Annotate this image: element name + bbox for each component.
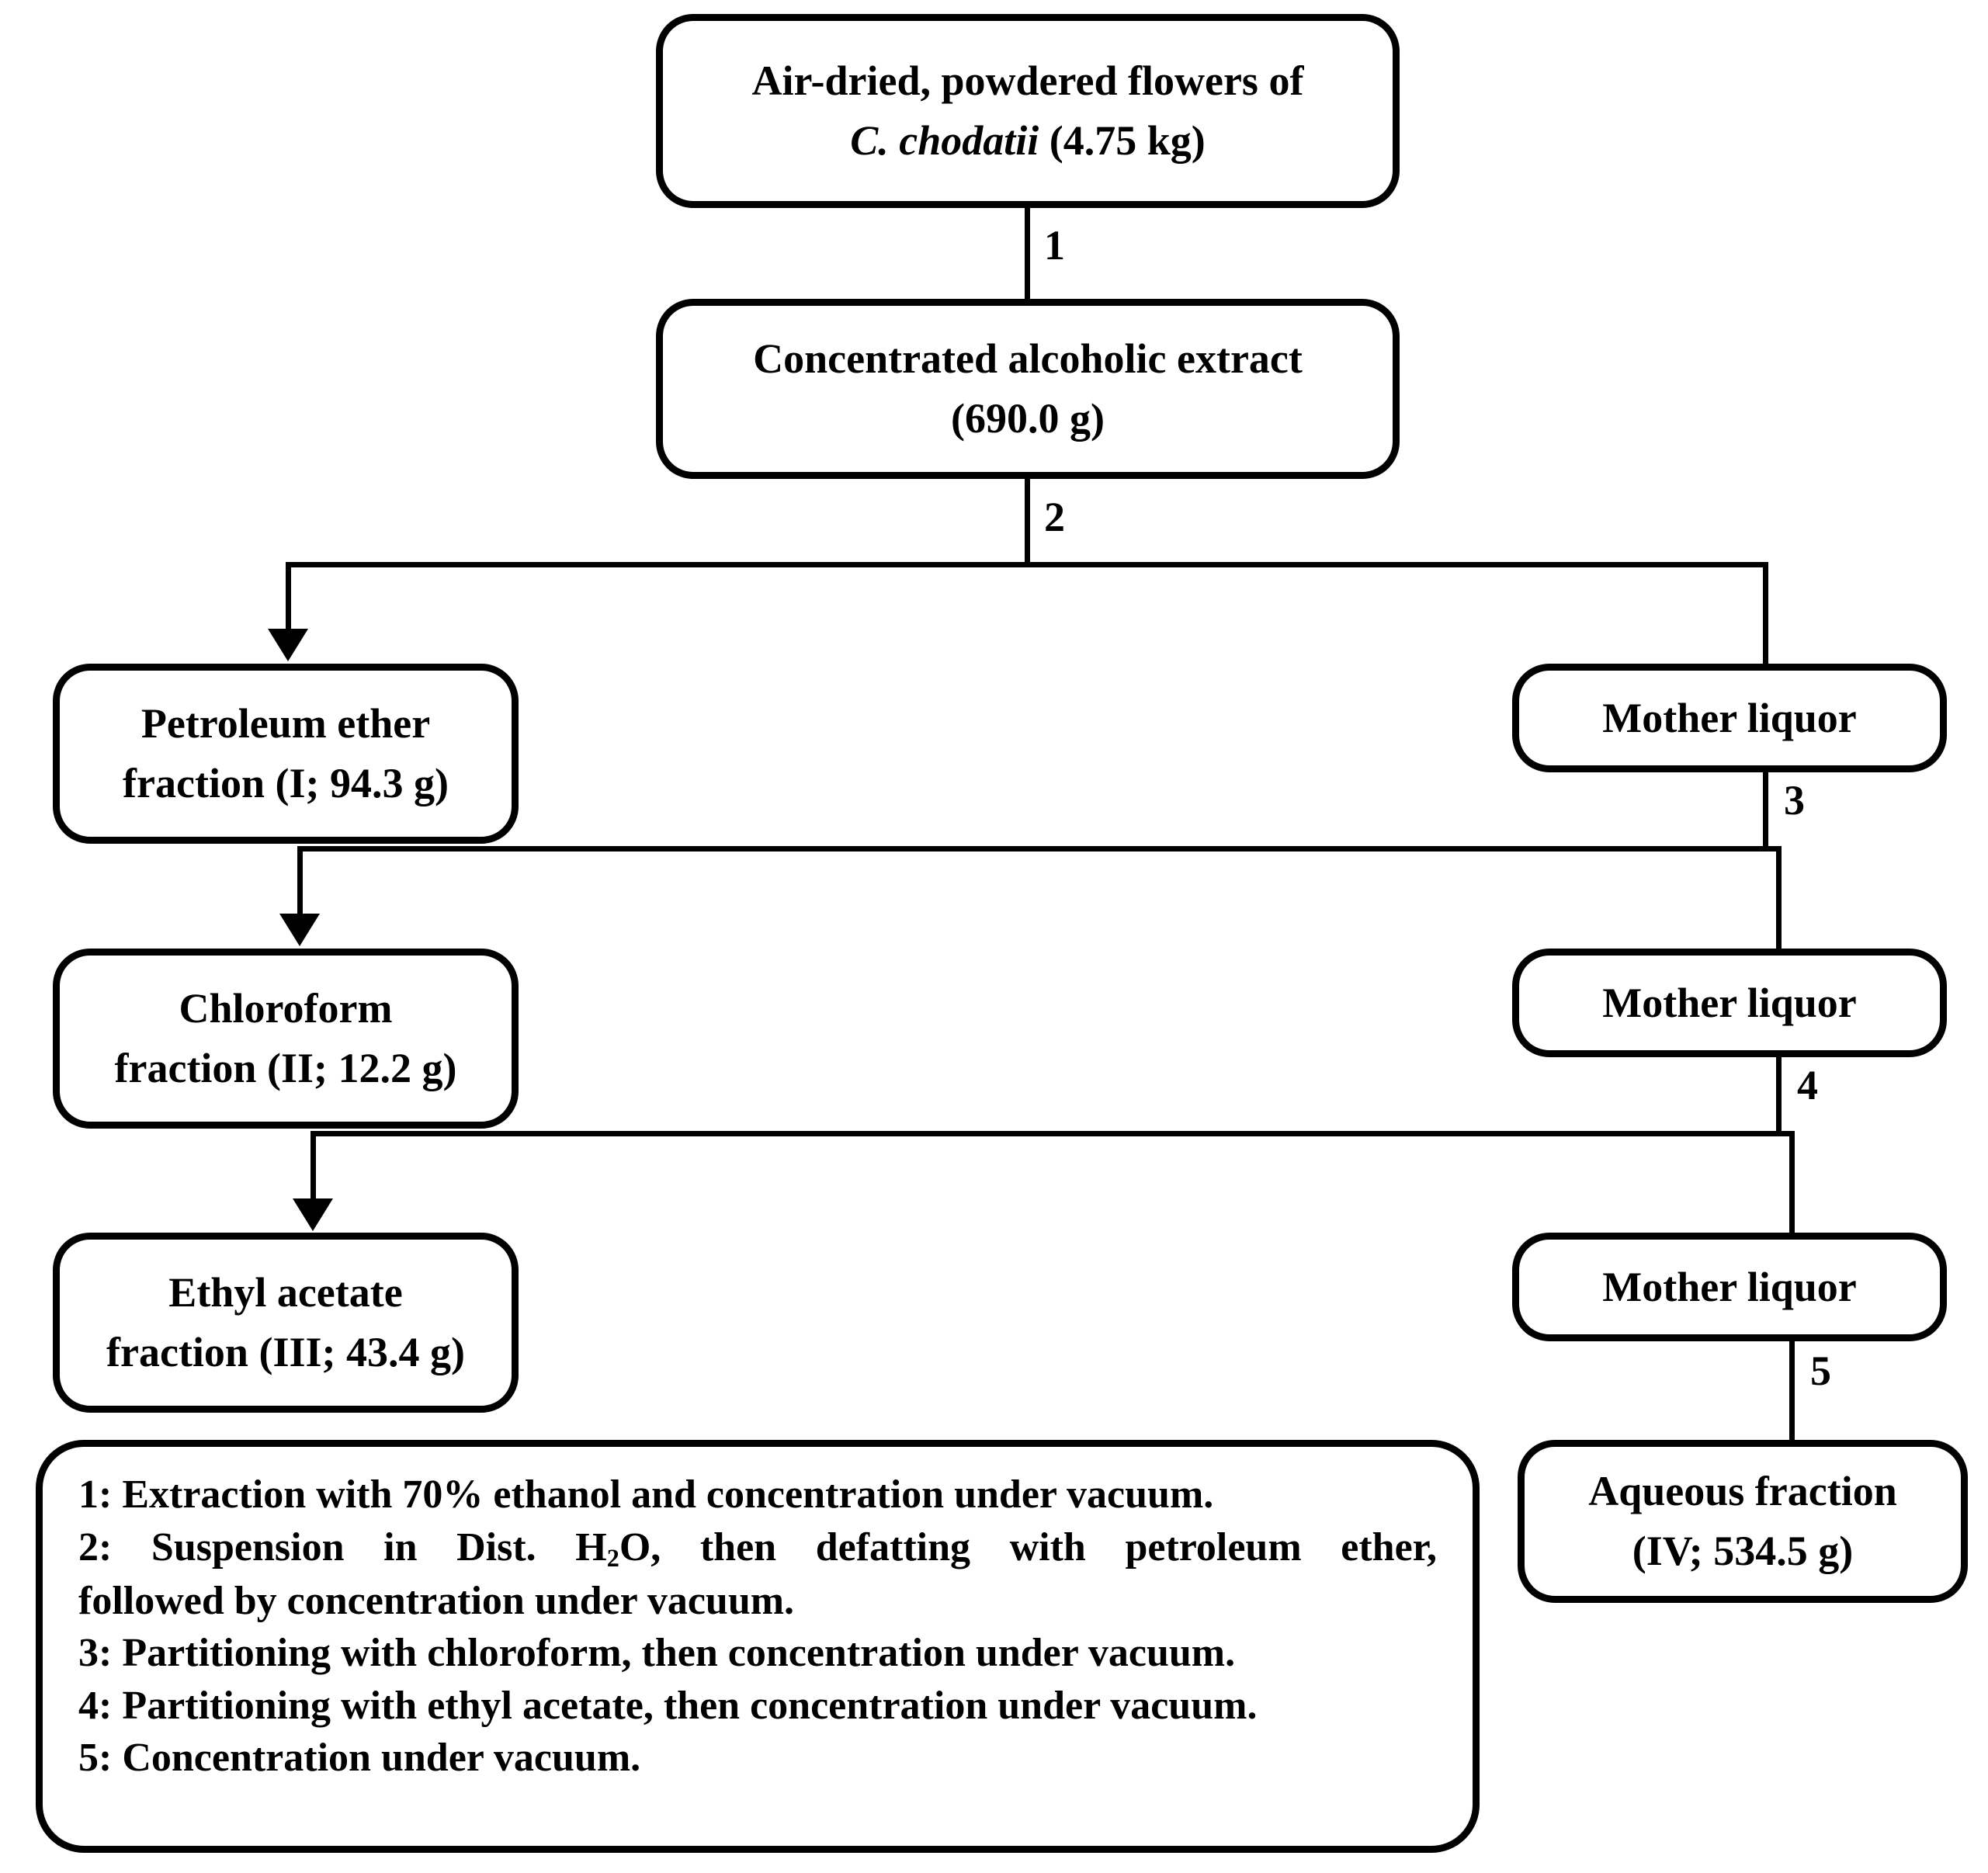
legend-line-3: 3: Partitioning with chloroform, then co… <box>78 1631 1236 1676</box>
ml3-label: Mother liquor <box>1602 1263 1857 1310</box>
split-left-drop-3 <box>311 1131 316 1201</box>
chl-line-1: Chloroform <box>179 985 393 1032</box>
source-line-2: C. chodatii (4.75 kg) <box>850 111 1206 171</box>
arrowhead-ethyl-acetate <box>293 1198 333 1231</box>
aq-line-2: (IV; 534.5 g) <box>1632 1528 1854 1574</box>
split-left-drop-2 <box>297 846 303 916</box>
legend-line-2a-pre: 2: Suspension in Dist. H <box>78 1524 607 1570</box>
pe-line-2: fraction (I; 94.3 g) <box>123 760 449 806</box>
node-source-material: Air-dried, powdered flowers of C. chodat… <box>656 14 1400 208</box>
legend-line-1: 1: Extraction with 70% ethanol and conce… <box>78 1472 1214 1517</box>
connector-label-3: 3 <box>1784 777 1805 824</box>
pe-line-1: Petroleum ether <box>141 700 431 747</box>
connector-label-2: 2 <box>1044 494 1065 540</box>
extract-line-1: Concentrated alcoholic extract <box>753 335 1303 383</box>
connector-ml3-to-aqueous <box>1789 1340 1795 1442</box>
extract-line-2: (690.0 g) <box>951 395 1105 442</box>
node-mother-liquor-3: Mother liquor <box>1512 1233 1947 1341</box>
split-right-drop-1 <box>1763 562 1768 667</box>
ea-line-1: Ethyl acetate <box>168 1269 403 1316</box>
legend-line-2a-sub: 2 <box>606 1543 619 1572</box>
species-name: C. chodatii <box>850 117 1039 164</box>
arrowhead-chloroform <box>279 914 320 946</box>
legend-line-5: 5: Concentration under vacuum. <box>78 1736 641 1781</box>
legend-line-4: 4: Partitioning with ethyl acetate, then… <box>78 1683 1258 1728</box>
split-bar-level-1 <box>286 562 1768 567</box>
node-mother-liquor-2: Mother liquor <box>1512 949 1947 1057</box>
node-ethyl-acetate-fraction: Ethyl acetate fraction (III; 43.4 g) <box>53 1233 519 1413</box>
node-petroleum-ether-fraction: Petroleum ether fraction (I; 94.3 g) <box>53 664 519 844</box>
split-bar-level-2 <box>297 846 1782 852</box>
legend-line-2a-post: O, then defatting with petroleum ether, <box>619 1524 1437 1570</box>
legend-line-2a: 2: Suspension in Dist. H2O, then defatti… <box>78 1521 1437 1575</box>
split-right-drop-3 <box>1789 1131 1795 1236</box>
connector-extract-stem <box>1025 479 1030 564</box>
node-concentrated-alcoholic-extract: Concentrated alcoholic extract (690.0 g) <box>656 299 1400 479</box>
node-chloroform-fraction: Chloroform fraction (II; 12.2 g) <box>53 949 519 1129</box>
aq-line-1: Aqueous fraction <box>1588 1468 1897 1515</box>
connector-label-5: 5 <box>1810 1348 1831 1394</box>
source-amount: (4.75 kg) <box>1049 117 1206 164</box>
connector-source-to-extract <box>1025 208 1030 301</box>
connector-ml1-stem <box>1763 771 1768 848</box>
legend-box: 1: Extraction with 70% ethanol and conce… <box>36 1440 1480 1853</box>
split-bar-level-3 <box>311 1131 1795 1136</box>
node-mother-liquor-1: Mother liquor <box>1512 664 1947 772</box>
chl-line-2: fraction (II; 12.2 g) <box>114 1045 457 1091</box>
connector-ml2-stem <box>1776 1056 1782 1133</box>
connector-label-4: 4 <box>1797 1062 1818 1108</box>
split-right-drop-2 <box>1776 846 1782 951</box>
node-aqueous-fraction: Aqueous fraction (IV; 534.5 g) <box>1518 1440 1968 1603</box>
split-left-drop-1 <box>286 562 291 632</box>
arrowhead-petroleum-ether <box>268 629 308 661</box>
ml2-label: Mother liquor <box>1602 979 1857 1026</box>
ml1-label: Mother liquor <box>1602 694 1857 741</box>
legend-line-2b: followed by concentration under vacuum. <box>78 1578 795 1623</box>
connector-label-1: 1 <box>1044 222 1065 269</box>
ea-line-2: fraction (III; 43.4 g) <box>106 1329 465 1375</box>
source-line-1: Air-dried, powdered flowers of <box>751 57 1304 105</box>
